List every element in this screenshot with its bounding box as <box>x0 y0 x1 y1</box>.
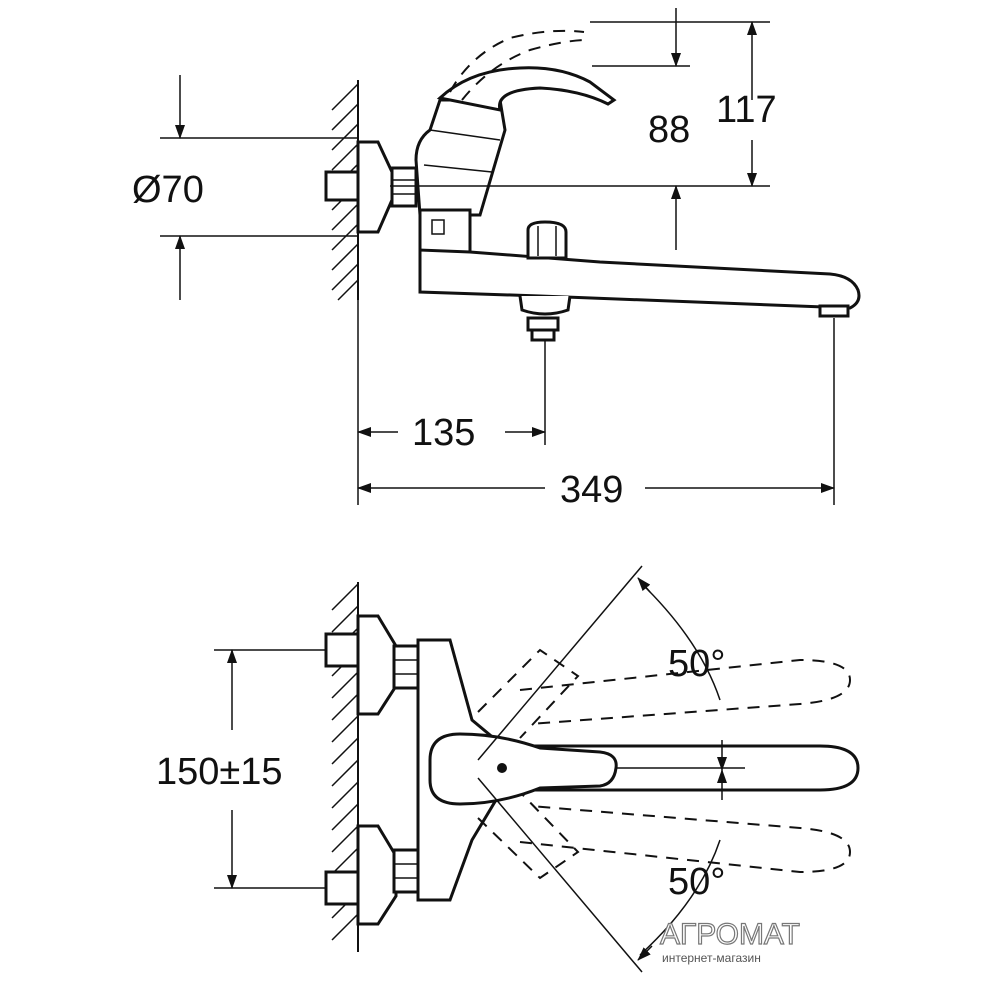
label-height-117: 117 <box>716 89 777 131</box>
spout-side <box>418 220 861 342</box>
dimension-angles: 50° 50° <box>477 565 727 973</box>
label-diameter: Ø70 <box>132 169 204 211</box>
escutcheon-side <box>324 140 418 234</box>
label-angle-top: 50° <box>668 643 725 685</box>
label-angle-bottom: 50° <box>668 861 725 903</box>
dimension-lengths: 135 349 <box>357 300 835 511</box>
watermark-brand: АГРОМАТ <box>660 918 800 951</box>
dimension-heights: 88 117 <box>390 8 777 250</box>
label-spacing: 150±15 <box>156 751 283 793</box>
dimension-diameter: Ø70 <box>132 75 358 300</box>
watermark-subtitle: интернет-магазин <box>662 951 761 965</box>
mixer-body-side <box>414 98 507 254</box>
lever-side <box>436 66 617 112</box>
label-length-349: 349 <box>560 469 623 511</box>
watermark: АГРОМАТ интернет-магазин <box>659 917 800 965</box>
lever-rotated-top <box>477 648 852 880</box>
dimension-spacing: 150±15 <box>156 649 326 889</box>
top-view: 150±15 50° 50° <box>156 565 860 973</box>
connector-top-upper <box>324 614 422 716</box>
lever-raised-side <box>449 29 589 101</box>
label-length-135: 135 <box>412 412 475 454</box>
label-height-88: 88 <box>648 109 690 151</box>
lever-top <box>428 732 860 806</box>
side-view: Ø70 88 117 135 349 <box>132 8 861 511</box>
